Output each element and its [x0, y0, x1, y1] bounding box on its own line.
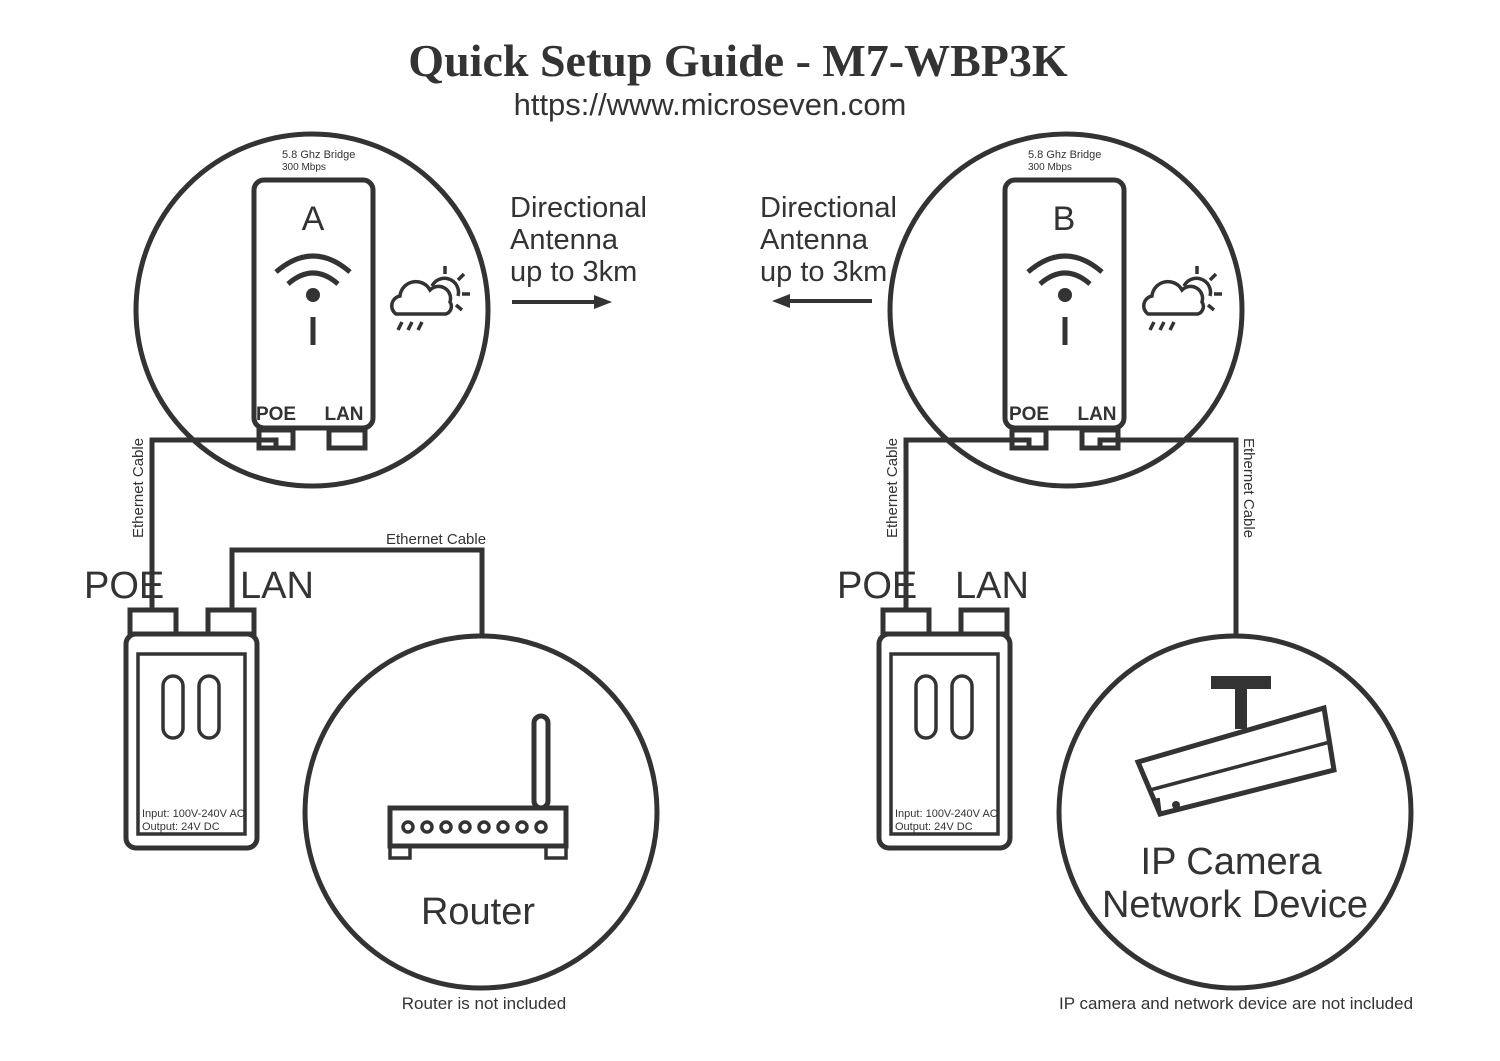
cable-bridge-a-to-injector [149, 437, 279, 610]
arrow-right-icon [512, 295, 612, 309]
injector-right-prong-1 [914, 674, 938, 740]
bridge-a-spec-speed: 300 Mbps [282, 162, 326, 173]
injector-left-lan-port [205, 607, 257, 637]
bridge-a-device [251, 177, 376, 431]
bridge-b-group: 5.8 Ghz Bridge 300 Mbps B POE LAN [887, 131, 1245, 489]
injector-left-poe-port [127, 607, 179, 637]
router-label: Router [421, 891, 535, 933]
poe-injector-right [876, 631, 1013, 851]
bridge-a-lan-port [326, 427, 368, 451]
injector-right-prong-2 [950, 674, 974, 740]
bridge-b-letter: B [1053, 200, 1076, 238]
injector-right-lan-label: LAN [955, 565, 1029, 607]
poe-injector-left [123, 631, 260, 851]
bridge-b-poe-label: POE [1009, 404, 1049, 425]
injector-left-output: Output: 24V DC [142, 821, 220, 833]
cloud-sun-rain-icon [390, 266, 470, 331]
injector-left-input: Input: 100V-240V AC [142, 808, 245, 820]
injector-right-face [889, 652, 1000, 836]
bridge-b-lan-label: LAN [1077, 404, 1116, 425]
cable-label-right-bridge: Ethernet Cable [884, 438, 901, 538]
cable-bridge-b-to-injector [903, 437, 1032, 610]
bridge-b-circle [887, 131, 1245, 489]
injector-left-face [136, 652, 247, 836]
cable-label-router: Ethernet Cable [386, 531, 486, 548]
bridge-a-letter: A [302, 200, 325, 238]
router-circle [302, 633, 660, 991]
cable-label-left-bridge: Ethernet Cable [130, 438, 147, 538]
bridge-a-group: 5.8 Ghz Bridge 300 Mbps A POE LAN [133, 131, 491, 489]
bridge-a-lan-label: LAN [324, 404, 363, 425]
camera-label-line1: IP Camera [1141, 841, 1323, 883]
cable-bridge-b-to-camera [1097, 437, 1239, 636]
ip-camera-icon [1134, 676, 1337, 817]
wifi-icon [274, 253, 352, 345]
antenna-a-line1: Directional [510, 192, 647, 224]
router-note: Router is not included [402, 994, 566, 1013]
injector-left-lan-label: LAN [240, 565, 314, 607]
router-icon [387, 713, 569, 860]
antenna-b-line3: up to 3km [760, 256, 887, 288]
camera-circle [1056, 633, 1414, 991]
injector-left-prong-2 [197, 674, 221, 740]
website-url: https://www.microseven.com [514, 87, 907, 122]
injector-right-input: Input: 100V-240V AC [895, 808, 998, 820]
injector-right-lan-port [958, 607, 1010, 637]
arrow-left-icon [772, 294, 872, 308]
injector-left-prong-1 [161, 674, 185, 740]
cloud-sun-rain-icon [1142, 266, 1222, 331]
bridge-b-device [1002, 177, 1127, 431]
bridge-a-circle [133, 131, 491, 489]
camera-note: IP camera and network device are not inc… [1059, 994, 1413, 1013]
bridge-b-spec-speed: 300 Mbps [1028, 162, 1072, 173]
antenna-b-line1: Directional [760, 192, 897, 224]
bridge-a-poe-label: POE [256, 404, 296, 425]
cable-injector-to-router [229, 547, 485, 636]
wifi-icon [1026, 253, 1104, 345]
camera-label-line2: Network Device [1102, 884, 1368, 926]
injector-left-poe-label: POE [84, 565, 164, 607]
injector-right-poe-label: POE [837, 565, 917, 607]
bridge-a-spec-frequency: 5.8 Ghz Bridge [282, 149, 355, 161]
bridge-b-spec-frequency: 5.8 Ghz Bridge [1028, 149, 1101, 161]
page-title: Quick Setup Guide - M7-WBP3K [408, 35, 1068, 86]
antenna-a-line3: up to 3km [510, 256, 637, 288]
injector-right-output: Output: 24V DC [895, 821, 973, 833]
injector-right-poe-port [880, 607, 932, 637]
antenna-a-line2: Antenna [510, 224, 619, 256]
antenna-b-line2: Antenna [760, 224, 869, 256]
cable-label-camera: Ethernet Cable [1240, 438, 1257, 538]
